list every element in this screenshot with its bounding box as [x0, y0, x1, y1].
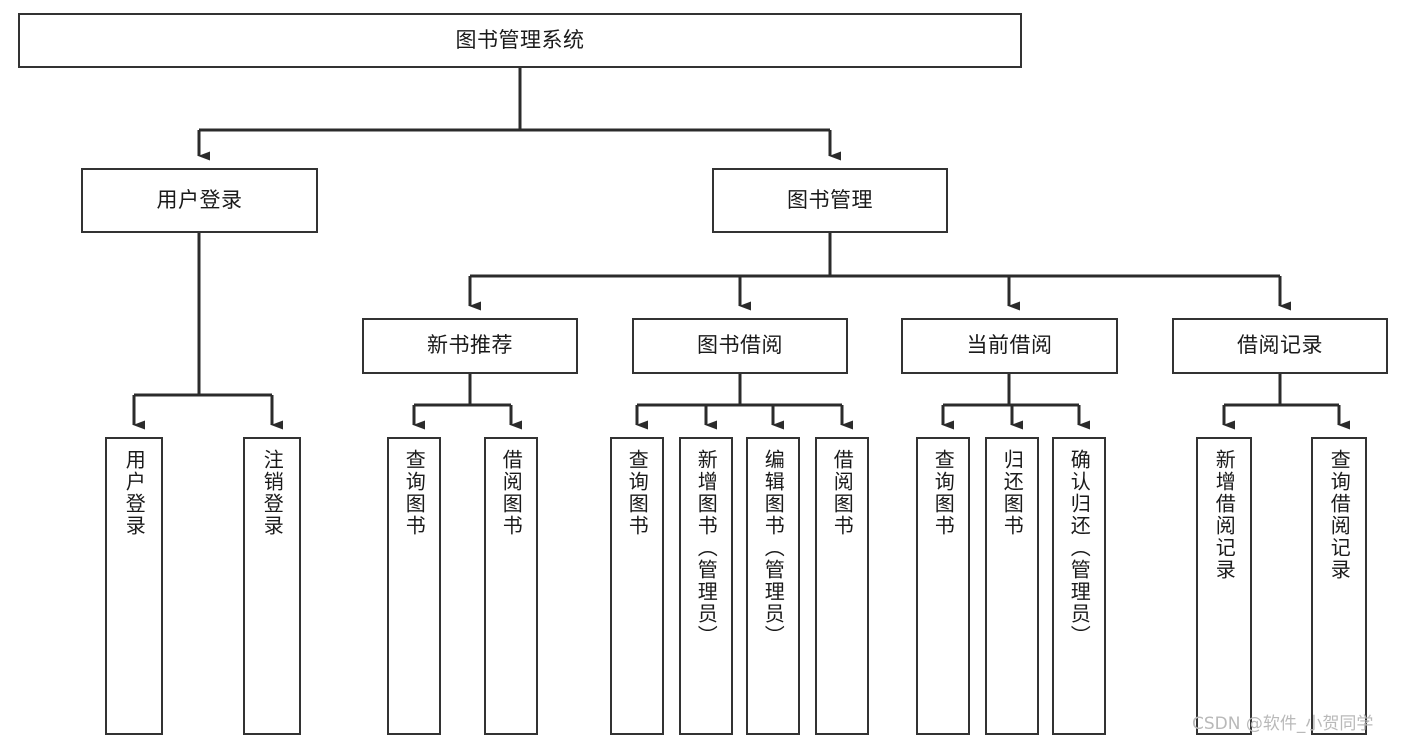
node-current-borrow[interactable]: 当前借阅 [901, 318, 1118, 374]
node-leaf-query-book-2[interactable]: 查询图书 [610, 437, 664, 735]
node-root-label: 图书管理系统 [455, 27, 585, 52]
node-leaf-label: 查询图书 [931, 449, 956, 537]
watermark-csdn: CSDN @软件_小贺同学 [1192, 714, 1374, 734]
node-leaf-query-book-3[interactable]: 查询图书 [916, 437, 970, 735]
node-user-login-label: 用户登录 [156, 187, 243, 212]
node-leaf-borrow-book-2[interactable]: 借阅图书 [815, 437, 869, 735]
node-root-system[interactable]: 图书管理系统 [18, 13, 1022, 68]
node-leaf-label: 注销登录 [260, 449, 285, 537]
node-new-book-recommend-label: 新书推荐 [427, 333, 513, 358]
node-leaf-label: 查询图书 [402, 449, 427, 537]
node-leaf-label: 查询图书 [625, 449, 650, 537]
node-user-login[interactable]: 用户登录 [81, 168, 318, 233]
node-leaf-label: 编辑图书（管理员） [761, 449, 786, 647]
node-leaf-edit-book[interactable]: 编辑图书（管理员） [746, 437, 800, 735]
node-borrow-record-label: 借阅记录 [1237, 333, 1323, 358]
node-leaf-label: 确认归还（管理员） [1067, 449, 1092, 647]
node-leaf-label: 用户登录 [122, 449, 147, 537]
node-leaf-label: 新增借阅记录 [1212, 449, 1237, 581]
node-new-book-recommend[interactable]: 新书推荐 [362, 318, 578, 374]
node-book-manage-label: 图书管理 [787, 187, 873, 212]
node-book-borrow[interactable]: 图书借阅 [632, 318, 848, 374]
node-leaf-query-borrow-record[interactable]: 查询借阅记录 [1311, 437, 1367, 735]
node-leaf-label: 查询借阅记录 [1327, 449, 1352, 581]
node-leaf-label: 借阅图书 [499, 449, 524, 537]
node-leaf-confirm-return[interactable]: 确认归还（管理员） [1052, 437, 1106, 735]
node-leaf-borrow-book-1[interactable]: 借阅图书 [484, 437, 538, 735]
node-leaf-return-book[interactable]: 归还图书 [985, 437, 1039, 735]
node-book-manage[interactable]: 图书管理 [712, 168, 948, 233]
node-leaf-add-borrow-record[interactable]: 新增借阅记录 [1196, 437, 1252, 735]
node-leaf-label: 新增图书（管理员） [694, 449, 719, 647]
node-leaf-add-book[interactable]: 新增图书（管理员） [679, 437, 733, 735]
node-borrow-record[interactable]: 借阅记录 [1172, 318, 1388, 374]
node-leaf-label: 借阅图书 [830, 449, 855, 537]
node-leaf-user-login[interactable]: 用户登录 [105, 437, 163, 735]
node-leaf-label: 归还图书 [1000, 449, 1025, 537]
node-leaf-query-book-1[interactable]: 查询图书 [387, 437, 441, 735]
node-current-borrow-label: 当前借阅 [966, 333, 1053, 358]
node-leaf-logout[interactable]: 注销登录 [243, 437, 301, 735]
node-book-borrow-label: 图书借阅 [697, 333, 783, 358]
